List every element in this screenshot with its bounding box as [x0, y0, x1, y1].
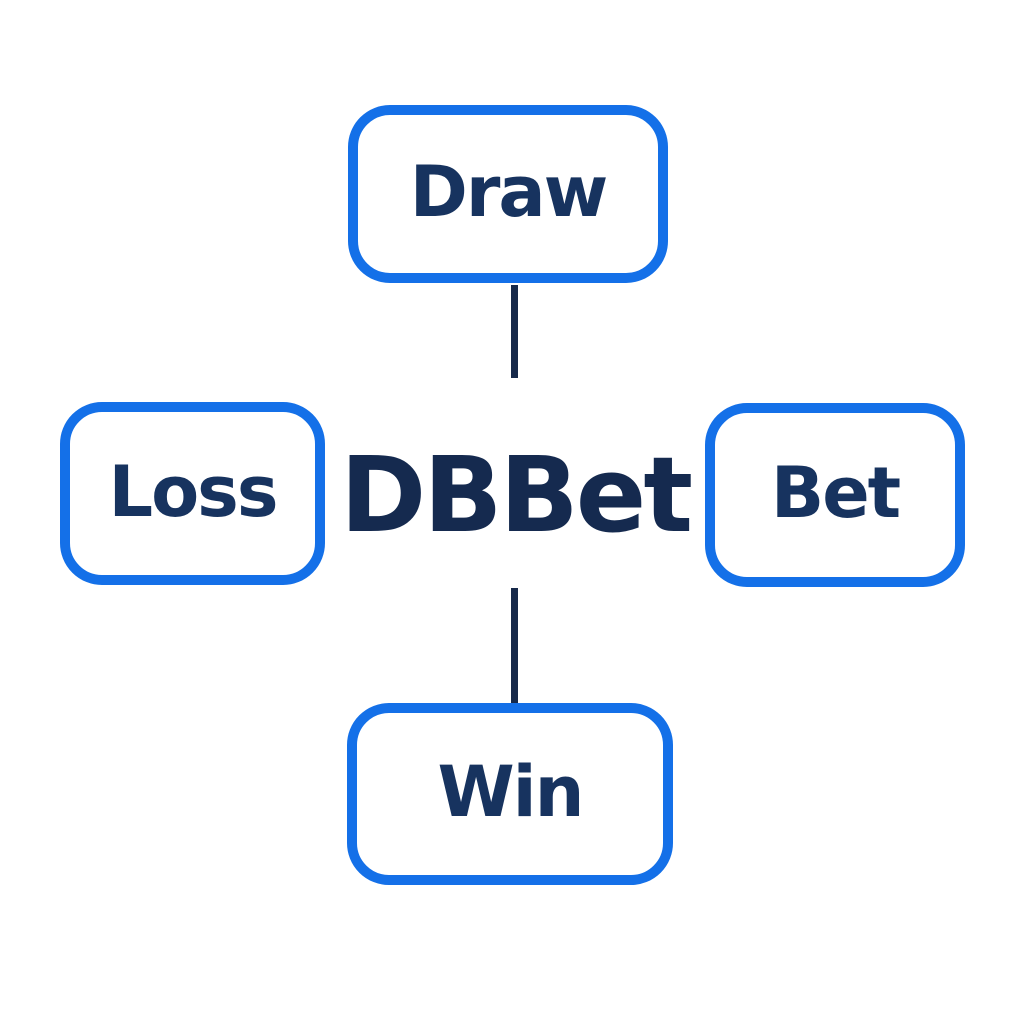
- connector-center-to-win: [511, 588, 518, 705]
- node-loss-label: Loss: [108, 450, 278, 533]
- node-bet: Bet: [705, 403, 965, 587]
- node-loss: Loss: [60, 402, 325, 585]
- connector-draw-to-center: [511, 285, 518, 378]
- node-win-label: Win: [437, 751, 584, 833]
- node-draw: Draw: [348, 105, 668, 283]
- node-win: Win: [347, 703, 673, 885]
- node-bet-label: Bet: [770, 452, 901, 534]
- node-draw-label: Draw: [409, 151, 609, 233]
- center-title: DBBet: [339, 434, 693, 556]
